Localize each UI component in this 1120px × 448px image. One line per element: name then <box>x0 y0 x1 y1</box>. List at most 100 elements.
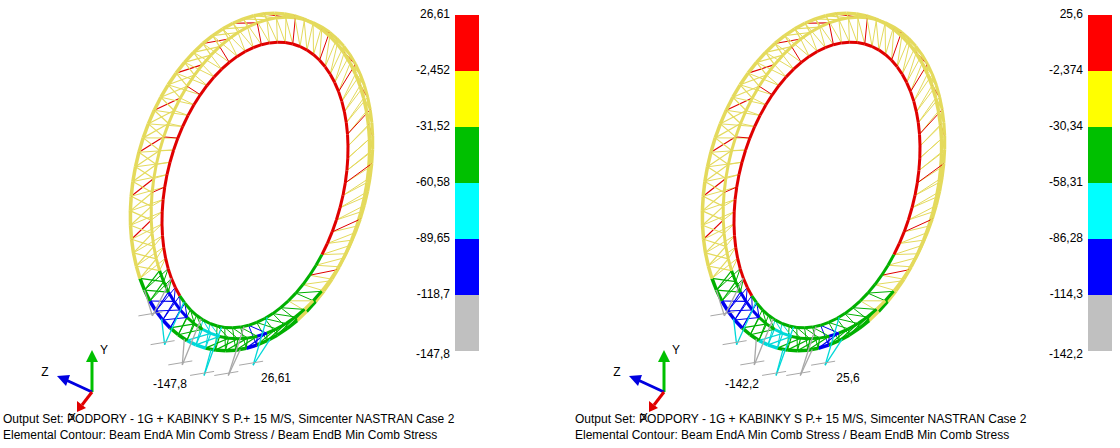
lattice-member <box>878 291 893 311</box>
lattice-member <box>202 65 214 77</box>
lattice-member <box>782 324 792 337</box>
lattice-member <box>795 29 817 52</box>
chord <box>932 86 936 98</box>
chord <box>194 43 203 52</box>
chord <box>190 310 196 316</box>
color-band <box>455 15 479 71</box>
chord <box>200 85 207 94</box>
chord <box>722 220 726 233</box>
chord <box>775 320 782 324</box>
chord <box>821 322 829 325</box>
ring-truss <box>130 13 372 375</box>
chord <box>894 281 902 291</box>
arrow-head <box>629 375 642 386</box>
chord <box>912 195 915 207</box>
lattice-member <box>293 18 296 44</box>
chord <box>275 11 285 15</box>
chord <box>243 16 253 19</box>
y-axis <box>663 360 666 392</box>
chord <box>207 77 214 86</box>
support-leg <box>138 312 162 316</box>
chord <box>169 292 175 301</box>
lattice-member <box>281 308 305 310</box>
support-leg <box>204 327 221 375</box>
chord <box>156 151 159 165</box>
chord <box>911 92 914 102</box>
support-leg <box>734 319 737 345</box>
chord <box>176 62 184 73</box>
x-axis <box>654 392 664 405</box>
lattice-member <box>313 24 314 55</box>
lattice-member <box>307 23 313 50</box>
chord <box>928 74 933 86</box>
chord <box>171 278 175 287</box>
lattice-member <box>296 291 322 293</box>
chord <box>933 197 936 212</box>
arrow-head <box>86 350 98 362</box>
chord <box>741 292 747 301</box>
chord <box>820 336 830 338</box>
chord <box>909 44 916 53</box>
lattice-member <box>829 322 849 328</box>
chord <box>295 309 304 317</box>
lattice-member <box>820 27 826 47</box>
chord <box>842 41 850 45</box>
chord <box>735 320 742 328</box>
chord <box>724 178 726 192</box>
lattice-member <box>344 85 364 111</box>
lattice-member <box>133 253 156 259</box>
chord <box>327 232 332 244</box>
chord <box>368 97 370 109</box>
lattice-member <box>203 320 211 333</box>
chord <box>344 112 346 123</box>
lattice-member <box>356 74 365 86</box>
caption: Elemental Contour: Beam EndA Min Comb St… <box>575 429 1009 443</box>
chord <box>894 29 902 36</box>
lattice-member <box>140 278 164 281</box>
chord <box>757 52 766 62</box>
lattice-member <box>347 150 373 171</box>
chord <box>313 24 322 30</box>
chord <box>829 319 837 323</box>
lattice-member <box>169 123 183 126</box>
chord <box>738 258 741 268</box>
scale-value: -114,3 <box>1050 288 1083 302</box>
ring-truss <box>702 13 944 375</box>
lattice-member <box>712 278 736 281</box>
support-leg <box>776 327 793 375</box>
color-band <box>1088 127 1112 183</box>
chord <box>857 43 865 44</box>
chord <box>867 16 877 19</box>
lattice-member <box>914 74 933 101</box>
chord <box>892 60 898 67</box>
chord <box>707 152 710 167</box>
lattice-member <box>707 167 725 179</box>
chord <box>942 123 946 136</box>
chord <box>902 74 906 82</box>
lattice-member <box>705 236 734 253</box>
chord <box>330 74 334 82</box>
chord <box>332 220 336 232</box>
axis-triad <box>57 350 98 412</box>
lattice-member <box>139 152 156 164</box>
chord <box>150 220 154 233</box>
lattice-member <box>238 33 245 52</box>
lattice-member <box>876 19 879 50</box>
chord <box>336 208 340 220</box>
chord <box>750 335 759 341</box>
support-leg <box>151 341 175 345</box>
chord <box>735 187 737 199</box>
lattice-member <box>916 85 936 111</box>
axis-triad <box>629 350 670 412</box>
chord <box>233 19 243 23</box>
lattice-member <box>704 224 734 239</box>
lattice-member <box>748 73 779 85</box>
lattice-member <box>902 44 909 74</box>
chord <box>786 69 793 77</box>
chord <box>196 345 206 348</box>
lattice-member <box>143 123 168 137</box>
x-axis <box>82 392 92 405</box>
chord <box>853 301 861 308</box>
lattice-member <box>711 150 746 152</box>
lattice-member <box>135 151 159 167</box>
